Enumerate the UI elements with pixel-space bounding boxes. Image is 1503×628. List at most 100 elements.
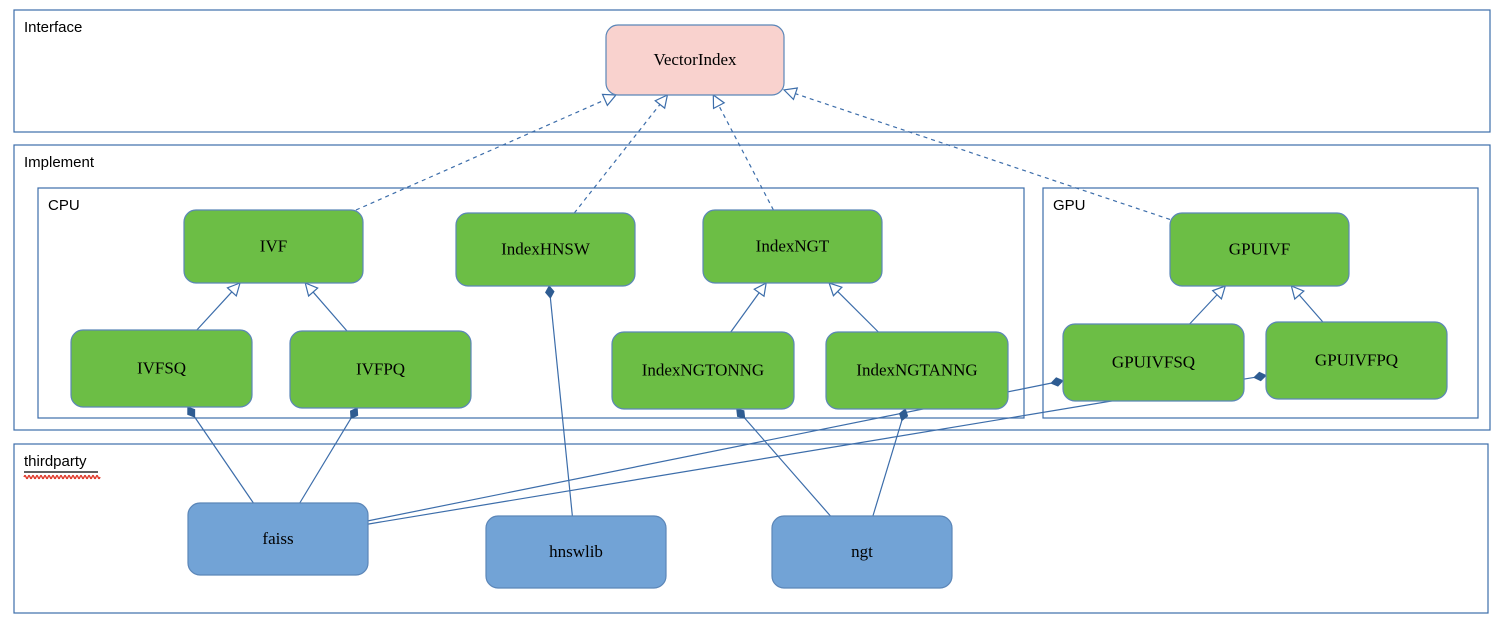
node-box-gpuivfpq[interactable] — [1265, 321, 1448, 400]
node-label-faiss: faiss — [262, 529, 293, 548]
edge-line-realization — [573, 104, 661, 214]
composition-diamond — [736, 408, 746, 419]
node-box-gpuivfsq[interactable] — [1062, 323, 1245, 402]
edge-line-realization — [718, 105, 774, 211]
class-node-faiss[interactable]: faiss — [187, 502, 369, 576]
spellcheck-squiggle-thirdparty — [23, 474, 101, 480]
edge-gpuivf-to-vectorindex — [782, 87, 1171, 221]
realization-arrowhead — [782, 87, 799, 101]
edge-faiss-to-gpuivfpq — [367, 371, 1267, 525]
class-node-gpuivfsq[interactable]: GPUIVFSQ — [1062, 323, 1245, 402]
edge-line-composition — [194, 416, 254, 504]
generalization-arrowhead — [226, 282, 241, 297]
edge-line-composition — [872, 420, 903, 517]
edge-ivf-to-vectorindex — [355, 93, 618, 211]
generalization-arrowhead — [304, 281, 319, 298]
node-box-ivf[interactable] — [183, 209, 364, 284]
edge-line-generalization — [196, 291, 233, 331]
edge-ngt-to-indexngtanng — [872, 408, 909, 517]
composition-diamond — [187, 406, 196, 418]
edge-faiss-to-ivfpq — [299, 407, 359, 504]
group-label-cpu: CPU — [48, 197, 80, 214]
composition-diamond — [1050, 377, 1064, 387]
group-label-implement: Implement — [24, 154, 95, 171]
class-node-hnswlib[interactable]: hnswlib — [485, 515, 667, 589]
edge-indexhnsw-to-vectorindex — [573, 93, 669, 214]
class-node-indexngtanng[interactable]: IndexNGTANNG — [825, 331, 1009, 410]
node-box-indexngtanng[interactable] — [825, 331, 1009, 410]
node-box-ivfpq[interactable] — [289, 330, 472, 409]
node-label-gpuivfsq: GPUIVFSQ — [1112, 352, 1195, 371]
realization-arrowhead — [712, 93, 726, 110]
edge-line-realization — [355, 99, 606, 211]
node-box-ngt[interactable] — [771, 515, 953, 589]
node-label-gpuivf: GPUIVF — [1229, 239, 1290, 258]
edge-line-generalization — [837, 291, 879, 333]
edge-gpuivfpq-to-gpuivf — [1290, 284, 1324, 323]
edge-line-composition — [744, 417, 831, 517]
edge-line-generalization — [1298, 294, 1324, 323]
class-node-indexngt[interactable]: IndexNGT — [702, 209, 883, 284]
node-label-gpuivfpq: GPUIVFPQ — [1315, 350, 1398, 369]
edge-indexngtonng-to-indexngt — [730, 281, 767, 333]
generalization-arrowhead — [828, 282, 843, 297]
edge-hnswlib-to-indexhnsw — [545, 285, 573, 517]
edge-ngt-to-indexngtonng — [736, 408, 831, 517]
node-box-indexngtonng[interactable] — [611, 331, 795, 410]
node-label-hnswlib: hnswlib — [549, 542, 603, 561]
group-label-thirdparty: thirdparty — [24, 453, 87, 470]
class-node-gpuivf[interactable]: GPUIVF — [1169, 212, 1350, 287]
node-label-indexngt: IndexNGT — [756, 236, 830, 255]
edge-indexngt-to-vectorindex — [712, 93, 774, 211]
node-box-ivfsq[interactable] — [70, 329, 253, 408]
node-label-ivf: IVF — [260, 236, 287, 255]
class-node-ivfpq[interactable]: IVFPQ — [289, 330, 472, 409]
node-box-vectorindex[interactable] — [605, 24, 785, 96]
edge-ivfpq-to-ivf — [304, 281, 348, 332]
composition-diamond — [1253, 371, 1267, 382]
node-label-indexngtanng: IndexNGTANNG — [856, 360, 977, 379]
generalization-arrowhead — [753, 281, 767, 298]
node-box-indexngt[interactable] — [702, 209, 883, 284]
generalization-arrowhead — [1211, 285, 1227, 300]
edge-ivfsq-to-ivf — [196, 282, 241, 331]
edge-line-composition — [299, 418, 352, 504]
composition-diamond — [898, 408, 909, 422]
node-box-gpuivf[interactable] — [1169, 212, 1350, 287]
class-node-ivfsq[interactable]: IVFSQ — [70, 329, 253, 408]
edge-line-generalization — [312, 291, 348, 332]
class-node-indexhnsw[interactable]: IndexHNSW — [455, 212, 636, 287]
node-label-ivfpq: IVFPQ — [356, 359, 405, 378]
node-box-hnswlib[interactable] — [485, 515, 667, 589]
class-node-indexngtonng[interactable]: IndexNGTONNG — [611, 331, 795, 410]
relationships-layer — [187, 87, 1324, 525]
realization-arrowhead — [654, 93, 669, 110]
edge-faiss-to-ivfsq — [187, 406, 254, 504]
node-label-ivfsq: IVFSQ — [137, 358, 186, 377]
node-label-indexhnsw: IndexHNSW — [501, 239, 591, 258]
node-label-ngt: ngt — [851, 542, 873, 561]
edge-line-generalization — [730, 292, 760, 333]
edge-line-composition — [367, 376, 1255, 525]
edge-indexngtanng-to-indexngt — [828, 282, 879, 333]
node-box-indexhnsw[interactable] — [455, 212, 636, 287]
class-node-vectorindex[interactable]: VectorIndex — [605, 24, 785, 96]
edge-gpuivfsq-to-gpuivf — [1189, 285, 1227, 325]
class-node-gpuivfpq[interactable]: GPUIVFPQ — [1265, 321, 1448, 400]
edge-line-generalization — [1189, 294, 1218, 325]
node-label-vectorindex: VectorIndex — [653, 50, 737, 69]
generalization-arrowhead — [1290, 284, 1305, 301]
node-box-faiss[interactable] — [187, 502, 369, 576]
edge-line-composition — [549, 297, 573, 517]
group-label-interface: Interface — [24, 19, 82, 36]
class-node-ivf[interactable]: IVF — [183, 209, 364, 284]
group-label-gpu: GPU — [1053, 197, 1086, 214]
composition-diamond — [545, 285, 555, 299]
node-label-indexngtonng: IndexNGTONNG — [642, 360, 764, 379]
class-node-ngt[interactable]: ngt — [771, 515, 953, 589]
edge-line-realization — [795, 93, 1171, 221]
realization-arrowhead — [601, 93, 618, 107]
